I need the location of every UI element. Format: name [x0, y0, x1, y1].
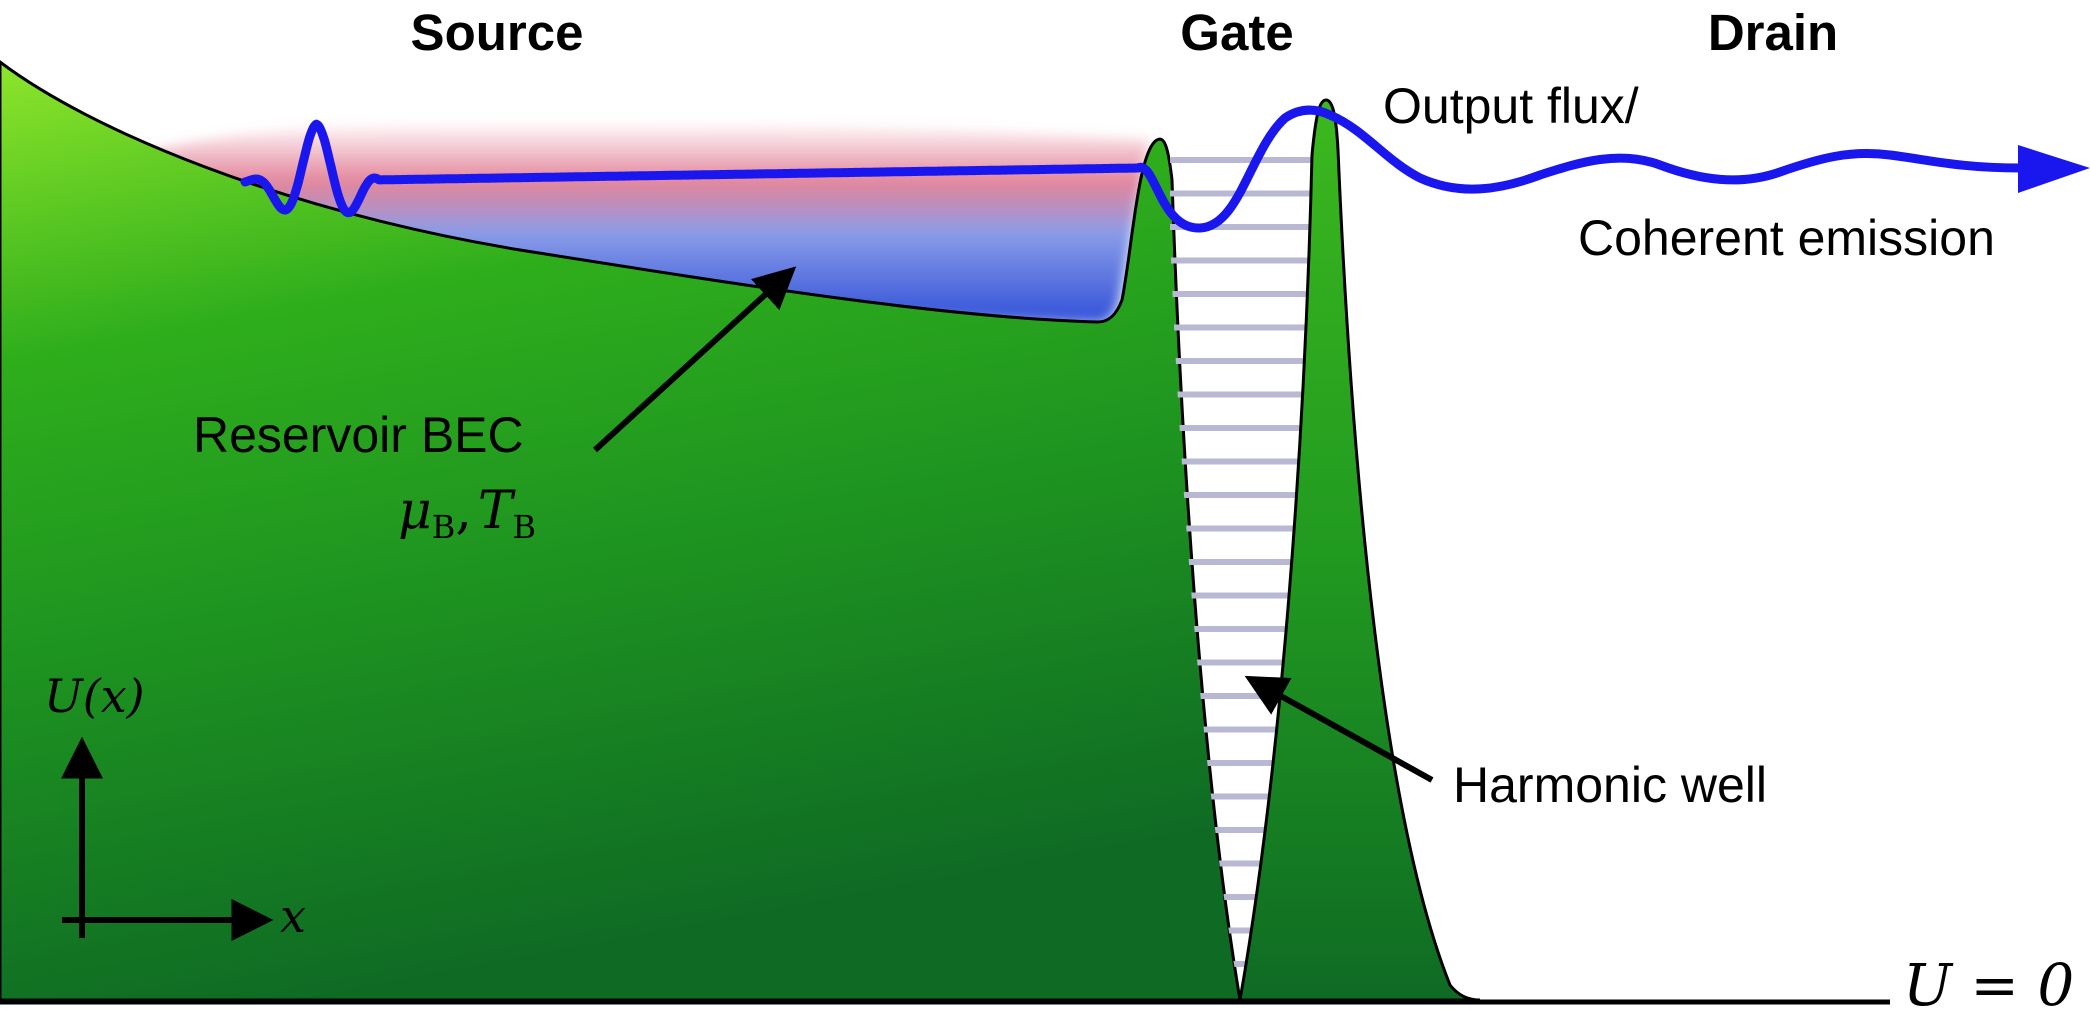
- output-arrowhead: [2018, 145, 2090, 193]
- reservoir-label: Reservoir BEC: [193, 407, 524, 463]
- coherent-emission-label: Coherent emission: [1578, 210, 1995, 266]
- reservoir-arrow: [592, 266, 797, 453]
- source-label: Source: [411, 4, 584, 61]
- coordinate-axes: [61, 736, 274, 941]
- potential-axis-label: U(x): [44, 669, 145, 723]
- zero-potential-label: U = 0: [1903, 951, 2074, 1016]
- harmonic-well-label: Harmonic well: [1453, 757, 1767, 813]
- matter-wave: [240, 105, 2025, 233]
- drain-barrier: [1238, 98, 1481, 1002]
- position-axis-label: x: [280, 889, 306, 943]
- output-flux-label: Output flux/: [1383, 78, 1639, 134]
- source-potential: [0, 60, 1242, 1002]
- gate-label: Gate: [1180, 4, 1293, 61]
- reservoir-params: μB,TB: [398, 481, 536, 546]
- drain-label: Drain: [1708, 4, 1838, 61]
- harmonic-well-arrow: [1244, 675, 1434, 783]
